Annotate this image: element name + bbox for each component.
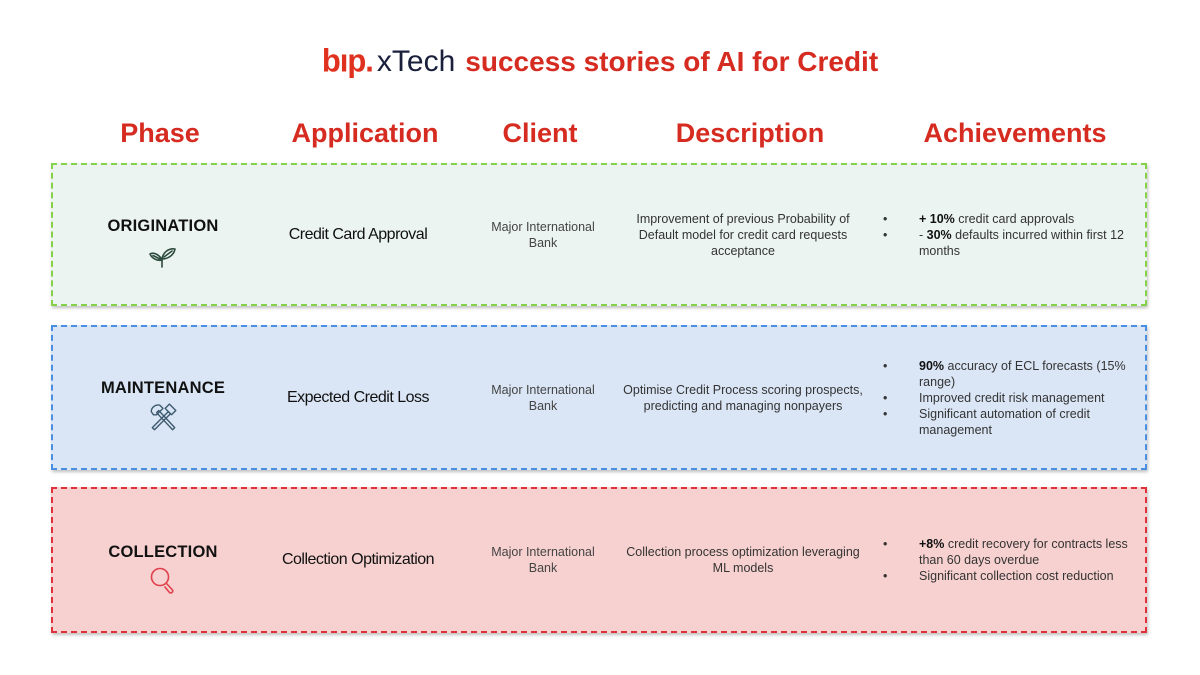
client-line: Bank (528, 398, 558, 413)
description-cell: Collection process optimization leveragi… (626, 545, 860, 575)
client-cell: Major International Bank (463, 165, 623, 304)
client-line: Major International (491, 382, 595, 397)
phase-name: ORIGINATION (107, 217, 219, 235)
header-application: Application (291, 118, 439, 148)
client-line: Bank (528, 235, 558, 250)
achievement-item: Improved credit risk management (879, 390, 1139, 406)
header-description: Description (675, 118, 825, 148)
achievement-item: - 30% defaults incurred within first 12 … (879, 227, 1139, 259)
application-cell: Collection Optimization (281, 551, 435, 568)
description-cell: Improvement of previous Probability of D… (636, 211, 850, 258)
title-text: success stories of AI for Credit (465, 46, 879, 77)
phase-name: MAINTENANCE (100, 379, 226, 397)
achievements-list: +8% credit recovery for contracts less t… (879, 536, 1139, 584)
description-cell: Optimise Credit Process scoring prospect… (623, 382, 863, 413)
client-line: Bank (528, 561, 558, 575)
sprout-icon (149, 248, 176, 268)
header-achievements: Achievements (923, 118, 1107, 148)
column-headers: Phase Application Client Description Ach… (0, 118, 1200, 158)
bip-logo: bıp. (321, 42, 374, 79)
achievement-item: Significant automation of credit managem… (879, 406, 1139, 438)
maintenance-row: MAINTENANCE Expected Credit Loss Major I… (51, 325, 1147, 470)
application-cell: Credit Card Approval (288, 225, 428, 243)
achievement-item: Significant collection cost reduction (879, 568, 1139, 584)
achievements-list: + 10% credit card approvals - 30% defaul… (879, 211, 1139, 259)
header-client: Client (502, 118, 578, 148)
achievement-item: 90% accuracy of ECL forecasts (15% range… (879, 358, 1139, 390)
magnifier-icon (150, 567, 174, 594)
origination-row: ORIGINATION Credit Card Approval Major I… (51, 163, 1147, 306)
application-cell: Expected Credit Loss (286, 388, 430, 406)
phase-name: COLLECTION (108, 542, 218, 561)
xtech-logo: xTech (376, 45, 456, 78)
header-phase: Phase (120, 118, 200, 148)
phase-cell: ORIGINATION (83, 165, 243, 304)
achievements-cell: 90% accuracy of ECL forecasts (15% range… (879, 327, 1139, 468)
phase-cell: COLLECTION (83, 489, 243, 631)
page-title: bıp.xTech success stories of AI for Credi… (0, 38, 1200, 90)
hammers-icon (150, 403, 177, 431)
client-cell: Major International Bank (463, 489, 623, 631)
collection-row: COLLECTION Collection Optimization Major… (51, 487, 1147, 633)
achievement-item: +8% credit recovery for contracts less t… (879, 536, 1139, 568)
achievement-item: + 10% credit card approvals (879, 211, 1139, 227)
achievements-list: 90% accuracy of ECL forecasts (15% range… (879, 358, 1139, 438)
client-cell: Major International Bank (463, 327, 623, 468)
client-line: Major International (491, 545, 595, 559)
achievements-cell: + 10% credit card approvals - 30% defaul… (879, 165, 1139, 304)
client-line: Major International (491, 219, 595, 234)
achievements-cell: +8% credit recovery for contracts less t… (879, 489, 1139, 631)
phase-cell: MAINTENANCE (83, 327, 243, 468)
